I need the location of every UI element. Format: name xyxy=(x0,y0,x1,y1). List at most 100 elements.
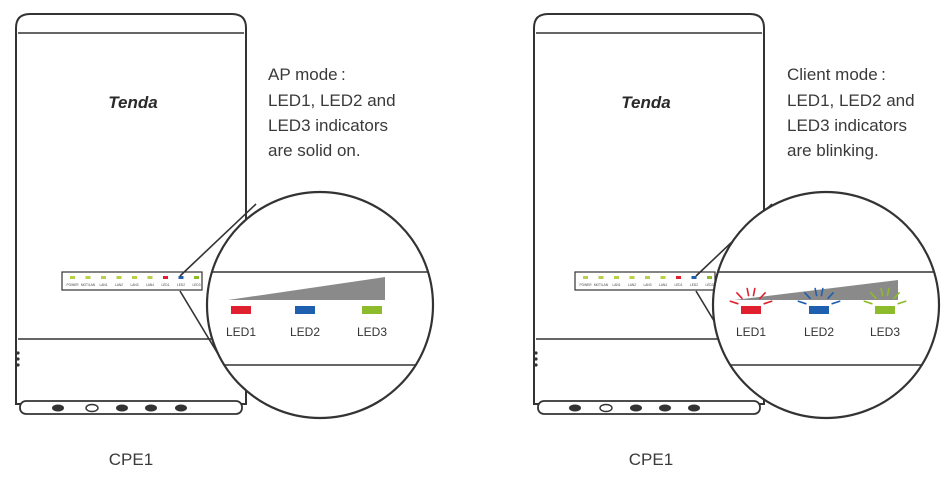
led-label: LED3 xyxy=(870,325,900,339)
blink-rays xyxy=(863,287,907,305)
magnifier-zoom: LED1 LED2 LED3 xyxy=(205,190,435,420)
led-light xyxy=(875,306,895,314)
brand-logo: Tenda xyxy=(108,93,157,112)
small-led-label: LAN2 xyxy=(115,283,123,287)
led-label: LED1 xyxy=(736,325,766,339)
zoomed-led2: LED2 xyxy=(290,306,320,339)
small-led-label: LED1 xyxy=(675,283,683,287)
zoomed-led-group: LED1 LED2 LED3 xyxy=(729,287,907,339)
blink-rays xyxy=(797,287,841,305)
device-body xyxy=(15,13,247,405)
mode-description: AP mode : LED1, LED2 and LED3 indicators… xyxy=(268,65,396,160)
zoomed-led-group: LED1 LED2 LED3 xyxy=(226,306,387,339)
small-led-led2 xyxy=(691,276,697,279)
small-led-mgt-lan xyxy=(598,276,604,279)
small-led-lan4 xyxy=(660,276,666,279)
led-label: LED3 xyxy=(357,325,387,339)
small-led-mgt-lan xyxy=(85,276,91,279)
desc-line-2: LED3 indicators xyxy=(268,116,388,135)
small-led-label: LED3 xyxy=(706,283,714,287)
magnifier-zoom: LED1 LED2 LED3 xyxy=(711,190,941,420)
led-label: LED1 xyxy=(226,325,256,339)
small-led-label: LED1 xyxy=(162,283,170,287)
small-led-label: LAN3 xyxy=(644,283,652,287)
small-led-lan4 xyxy=(147,276,153,279)
port-1 xyxy=(52,404,64,412)
small-led-label: LAN1 xyxy=(613,283,621,287)
desc-line-1: LED1, LED2 and xyxy=(787,91,915,110)
led-light xyxy=(741,306,761,314)
zoomed-led1: LED1 xyxy=(226,306,256,339)
small-led-led1 xyxy=(676,276,681,279)
port-1 xyxy=(569,404,581,412)
port-reset xyxy=(599,403,613,413)
small-led-lan1 xyxy=(614,276,619,279)
small-led-label: POWER xyxy=(66,283,79,287)
zoom-wedge xyxy=(228,277,385,300)
desc-line-3: are blinking. xyxy=(787,141,879,160)
small-led-lan3 xyxy=(645,276,650,279)
small-led-label: LAN3 xyxy=(131,283,139,287)
led-light xyxy=(295,306,315,314)
mode-description: Client mode : LED1, LED2 and LED3 indica… xyxy=(787,65,915,160)
led-light xyxy=(809,306,829,314)
small-led-label: LED2 xyxy=(177,283,185,287)
zoomed-led1: LED1 xyxy=(729,287,773,339)
side-vent-dots xyxy=(534,351,538,367)
port-3 xyxy=(145,404,157,412)
small-led-label: LED2 xyxy=(690,283,698,287)
led-light xyxy=(231,306,251,314)
port-reset xyxy=(85,403,99,413)
port-2 xyxy=(116,404,128,412)
blink-rays xyxy=(729,287,773,305)
zoomed-led3: LED3 xyxy=(357,306,387,339)
desc-line-1: LED1, LED2 and xyxy=(268,91,396,110)
small-led-led3 xyxy=(707,276,712,279)
magnifier-line-bottom xyxy=(179,290,219,355)
port-4 xyxy=(688,404,700,412)
small-led-led3 xyxy=(194,276,199,279)
small-led-led1 xyxy=(163,276,168,279)
port-2 xyxy=(630,404,642,412)
small-led-label: POWER xyxy=(579,283,592,287)
desc-line-3: are solid on. xyxy=(268,141,361,160)
small-led-power xyxy=(583,276,588,279)
desc-line-2: LED3 indicators xyxy=(787,116,907,135)
small-led-label: LAN1 xyxy=(100,283,108,287)
led-label: LED2 xyxy=(290,325,320,339)
device-label: CPE1 xyxy=(629,450,673,469)
small-led-lan1 xyxy=(101,276,106,279)
bottom-port-bar xyxy=(537,400,761,415)
small-led-lan2 xyxy=(629,276,635,279)
side-vent-dots xyxy=(16,351,20,367)
small-led-led2 xyxy=(178,276,184,279)
bottom-port-bar xyxy=(19,400,243,415)
small-led-label: LAN2 xyxy=(628,283,636,287)
small-led-label: LED3 xyxy=(193,283,201,287)
small-led-lan2 xyxy=(116,276,122,279)
small-led-lan3 xyxy=(132,276,137,279)
small-led-label: MGT/LAN xyxy=(81,283,96,287)
brand-logo: Tenda xyxy=(621,93,670,112)
magnifier-line-top xyxy=(179,203,257,277)
mode-title: AP mode : xyxy=(268,65,346,84)
zoomed-led3: LED3 xyxy=(863,287,907,339)
small-led-label: MGT/LAN xyxy=(594,283,609,287)
port-4 xyxy=(175,404,187,412)
led-light xyxy=(362,306,382,314)
small-led-label: LAN4 xyxy=(659,283,667,287)
zoomed-led2: LED2 xyxy=(797,287,841,339)
led-label: LED2 xyxy=(804,325,834,339)
device-body xyxy=(533,13,765,405)
mode-title: Client mode : xyxy=(787,65,886,84)
device-label: CPE1 xyxy=(109,450,153,469)
small-led-label: LAN4 xyxy=(146,283,154,287)
